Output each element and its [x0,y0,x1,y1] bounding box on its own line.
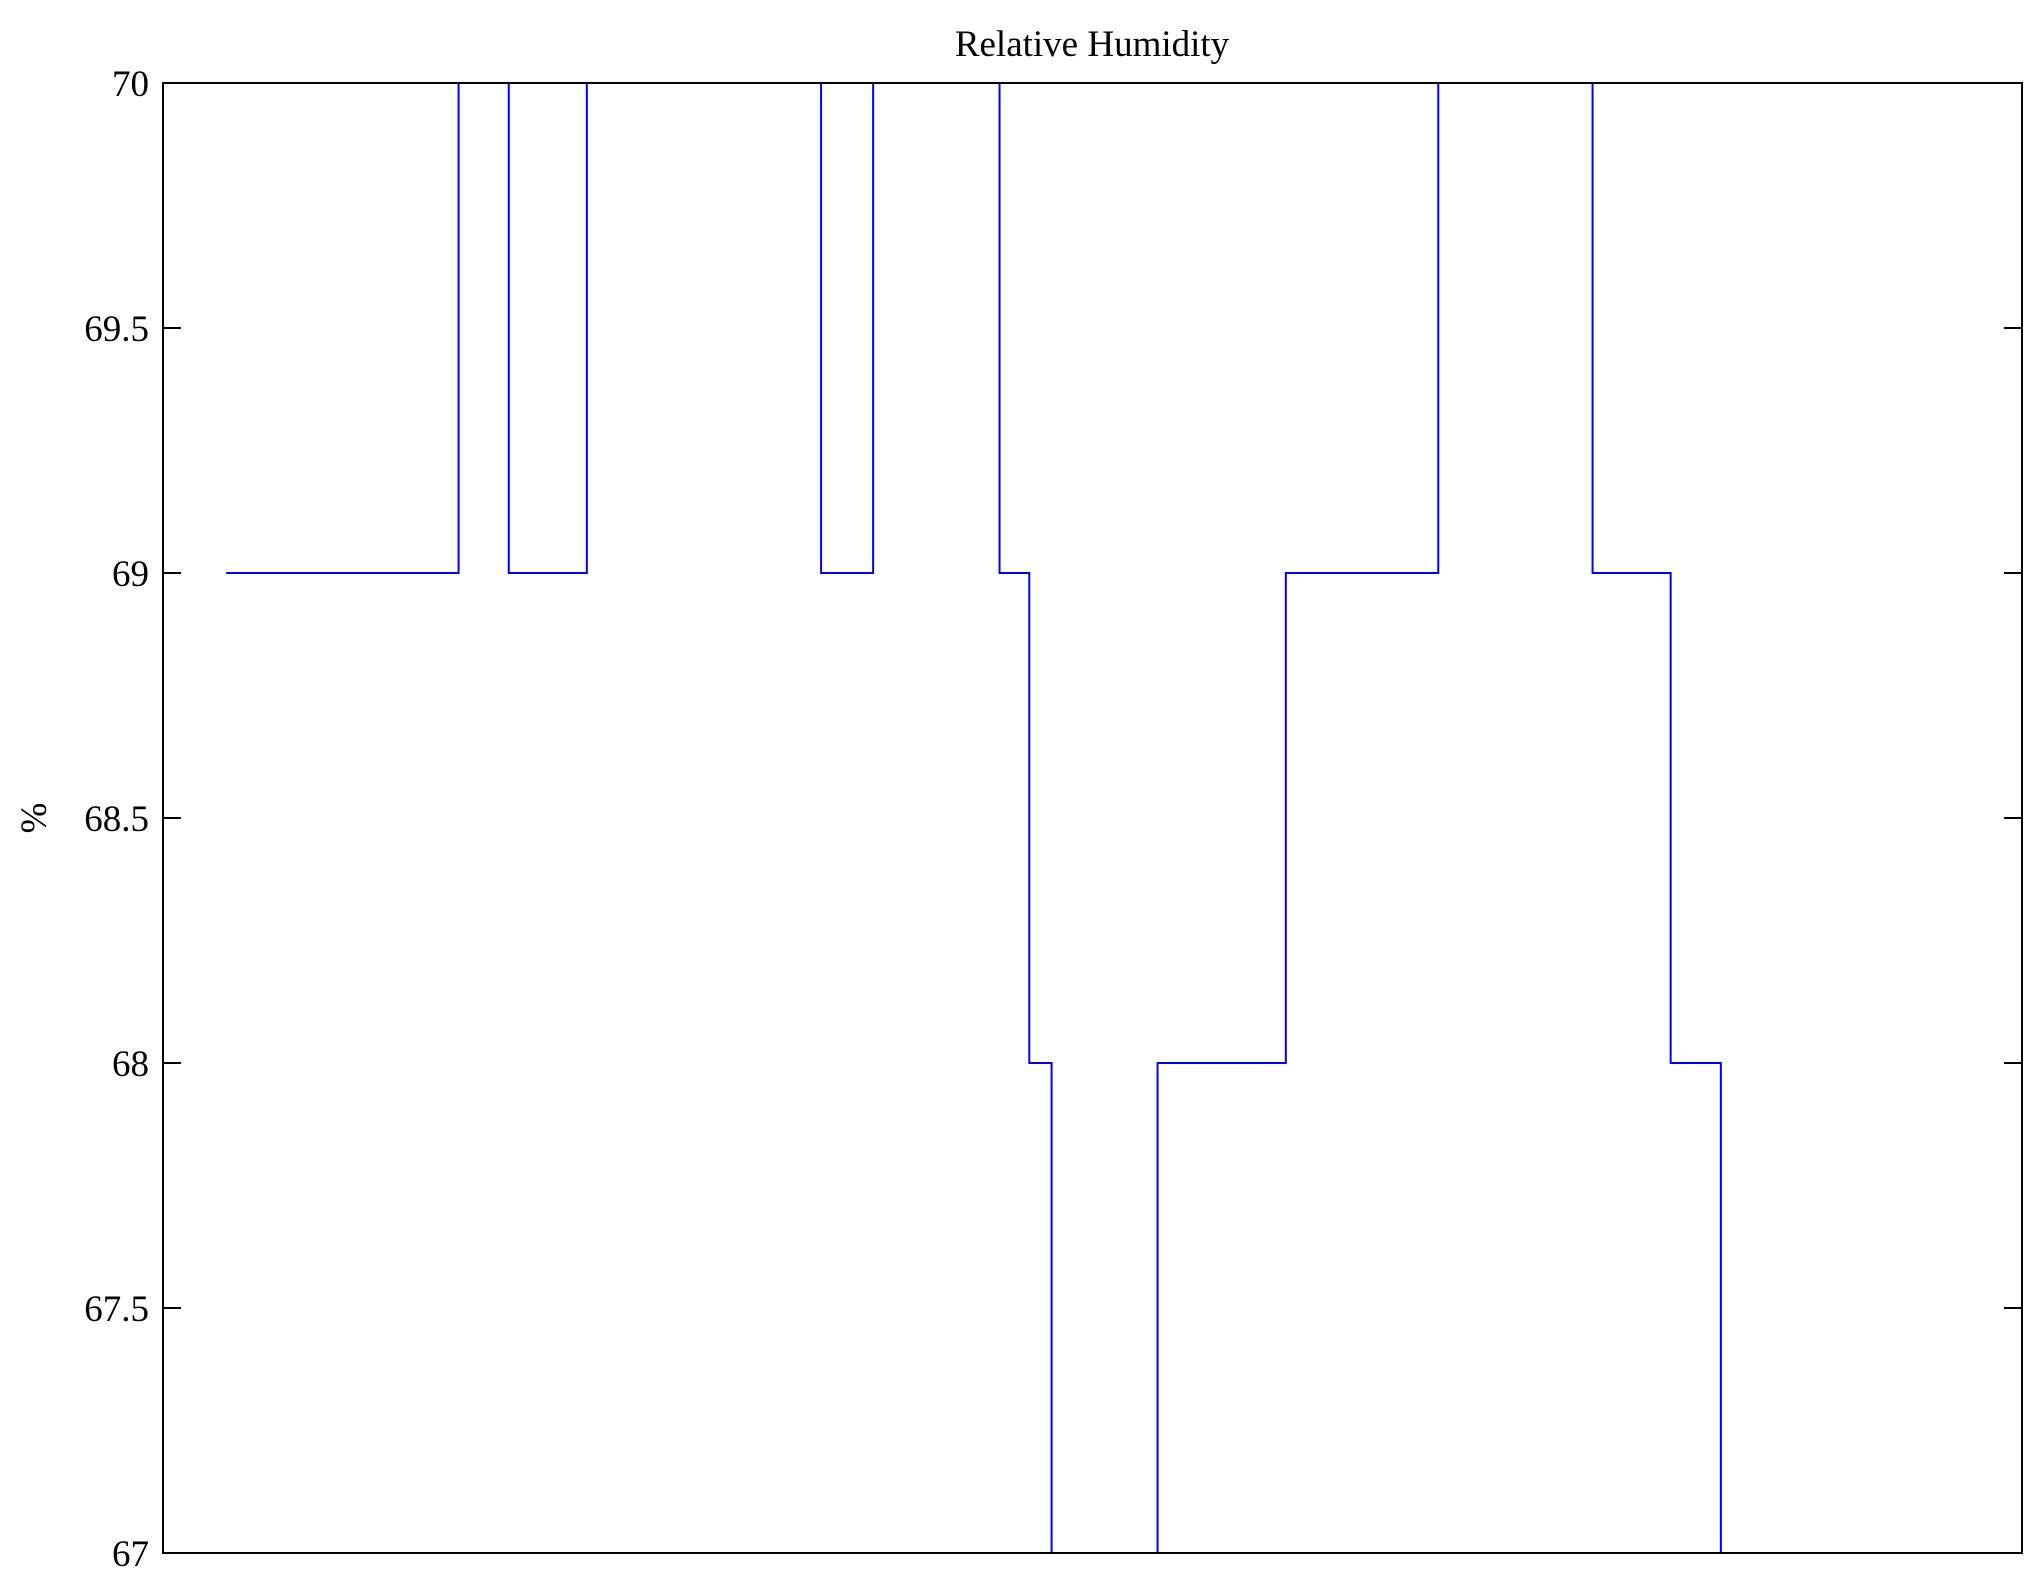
y-tick-label: 69 [112,554,149,595]
y-tick-label: 69.5 [84,309,149,350]
series-line-relative-humidity [226,82,1772,1554]
y-tick-label: 67 [112,1534,149,1575]
y-tick-label: 68.5 [84,799,149,840]
plot-frame [162,82,2023,1554]
y-tick-label: 70 [112,64,149,105]
y-axis-label: % [14,803,55,834]
chart-title: Relative Humidity [955,24,1230,65]
y-tick-label: 67.5 [84,1289,149,1330]
y-tick-label: 68 [112,1044,149,1085]
